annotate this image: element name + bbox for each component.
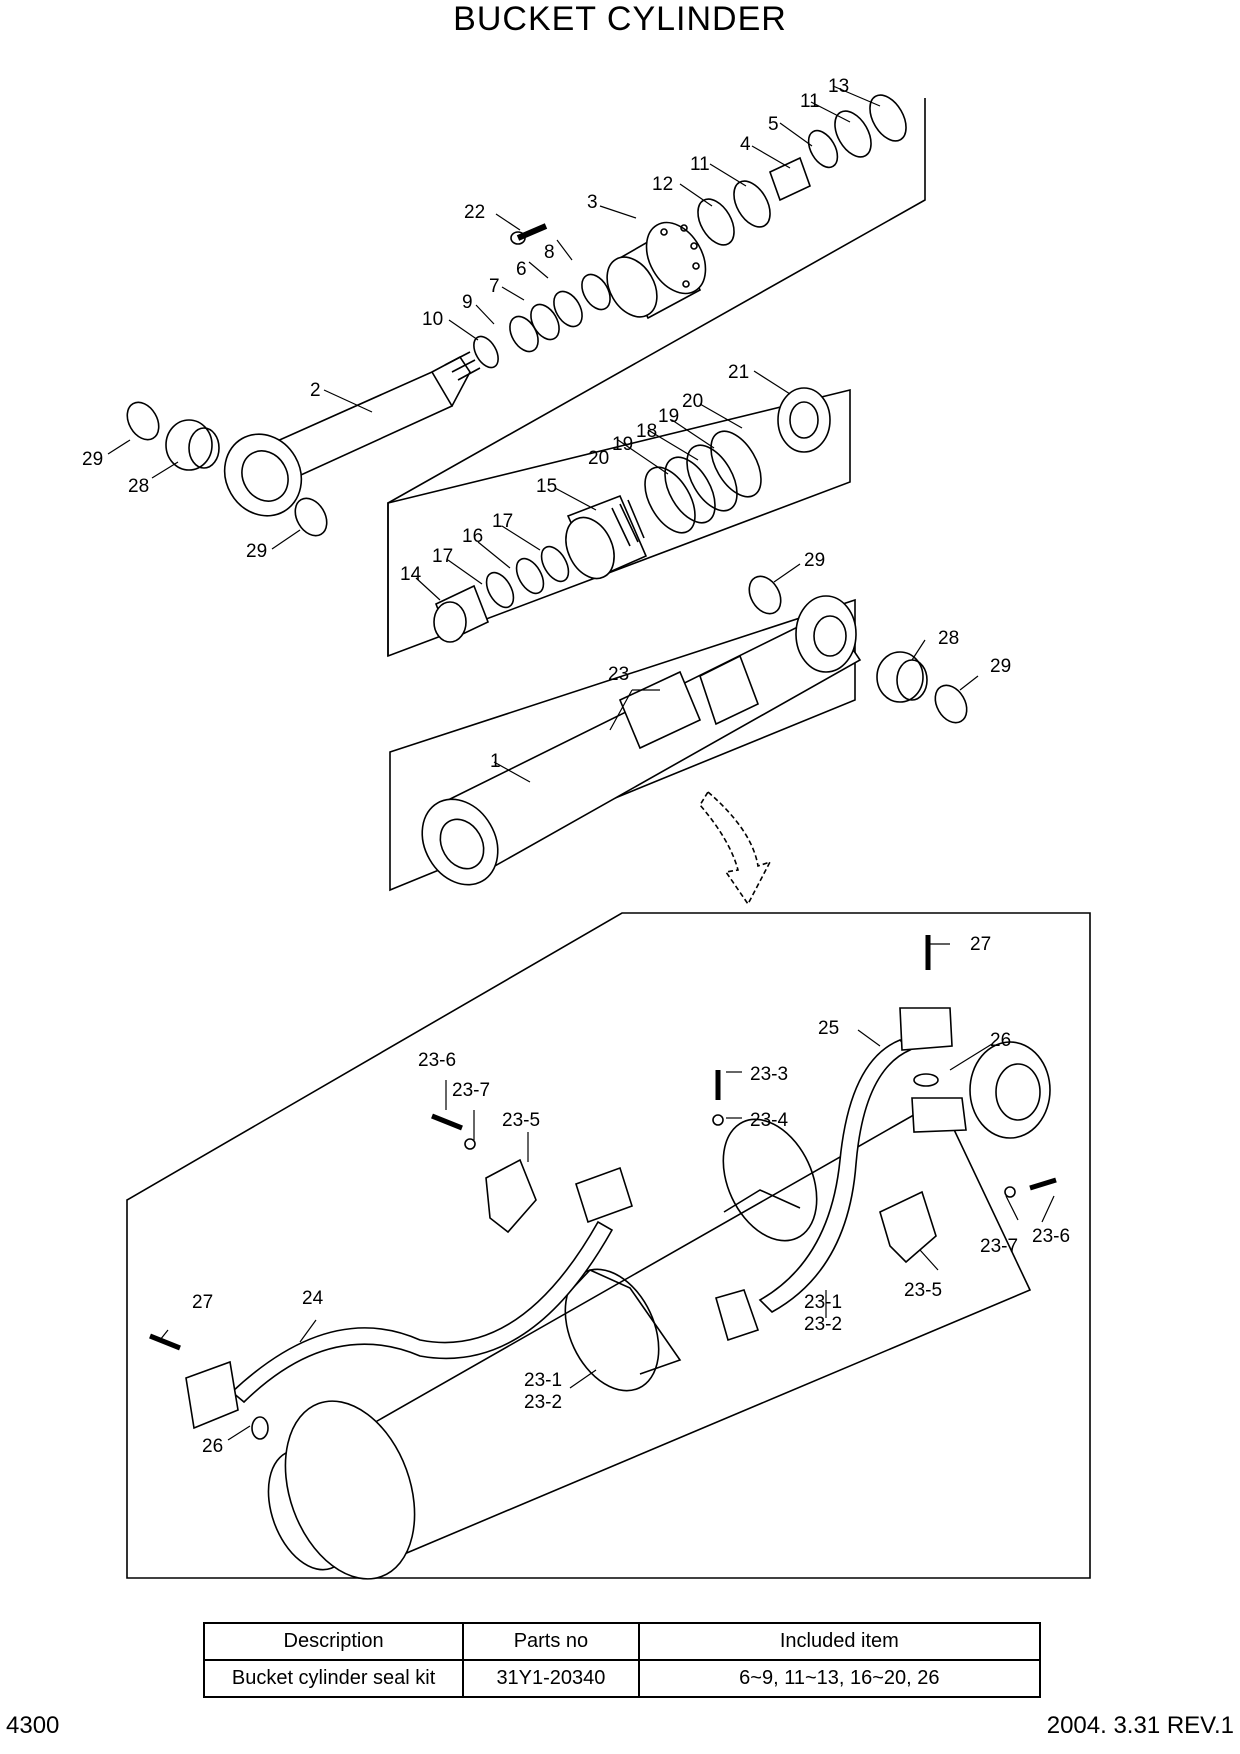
- callout-23-5: 23-5: [502, 1110, 540, 1131]
- callout-25: 25: [818, 1018, 839, 1039]
- column-header-description: Description: [202, 1622, 465, 1661]
- piston-rod: [223, 351, 481, 517]
- dust-ring-29a: [126, 401, 160, 441]
- callout-29: 29: [990, 656, 1011, 677]
- callout-23-2: 23-2: [524, 1392, 562, 1413]
- callout-23-2: 23-2: [804, 1314, 842, 1335]
- cover-seal-rings: [697, 94, 907, 246]
- dust-ring-29c: [748, 575, 782, 615]
- page-title: BUCKET CYLINDER: [453, 0, 787, 38]
- callout-17: 17: [492, 511, 513, 532]
- detail-clamp-blocks: [485, 1158, 937, 1264]
- callout-8: 8: [544, 242, 555, 263]
- cylinder-tube: [421, 595, 862, 886]
- callout-9: 9: [462, 292, 473, 313]
- revision-date: 2004. 3.31 REV.1: [1046, 1712, 1234, 1739]
- callout-22: 22: [464, 202, 485, 223]
- callout-29: 29: [82, 449, 103, 470]
- callout-23-4: 23-4: [750, 1110, 788, 1131]
- rod-seal-rings: [473, 273, 611, 369]
- direction-arrow-icon: [699, 790, 772, 906]
- detail-pipe-25: [715, 1007, 967, 1342]
- socket-bolt-22: [510, 223, 548, 245]
- callout-1: 1: [490, 751, 501, 772]
- callout-20: 20: [682, 391, 703, 412]
- piston-wear-rings: [644, 430, 762, 534]
- callout-leaders: [107, 85, 1055, 1441]
- callout-15: 15: [536, 476, 557, 497]
- cell-description: Bucket cylinder seal kit: [202, 1659, 465, 1698]
- callout-16: 16: [462, 526, 483, 547]
- dust-ring-29b: [294, 497, 328, 537]
- callout-11: 11: [690, 154, 710, 175]
- callout-23-3: 23-3: [750, 1064, 788, 1085]
- callout-19: 19: [612, 434, 633, 455]
- piston-15: [565, 494, 648, 580]
- callout-18: 18: [636, 421, 657, 442]
- callout-26: 26: [990, 1030, 1011, 1051]
- cell-included-item: 6~9, 11~13, 16~20, 26: [637, 1659, 1042, 1698]
- column-header-parts-no: Parts no: [462, 1622, 640, 1661]
- detail-pipe-24: [185, 1166, 633, 1430]
- lock-nut-21: [777, 387, 831, 453]
- callout-28: 28: [938, 628, 959, 649]
- bushing-28b: [876, 651, 928, 703]
- frame-detail-view: [126, 912, 1091, 1579]
- cushion-ring-14: [433, 584, 490, 643]
- callout-11: 11: [800, 91, 820, 112]
- callout-26: 26: [202, 1436, 223, 1457]
- callout-29: 29: [246, 541, 267, 562]
- callout-21: 21: [728, 362, 749, 383]
- callout-6: 6: [516, 259, 527, 280]
- callout-23-7: 23-7: [980, 1236, 1018, 1257]
- callout-27: 27: [970, 934, 991, 955]
- callout-23-5: 23-5: [904, 1280, 942, 1301]
- callout-5: 5: [768, 114, 779, 135]
- callout-20: 20: [588, 448, 609, 469]
- callout-14: 14: [400, 564, 422, 585]
- frame-piston-group: [387, 388, 851, 658]
- callout-4: 4: [740, 134, 751, 155]
- callout-17: 17: [432, 546, 453, 567]
- rod-cover: [606, 221, 707, 320]
- callout-23-6: 23-6: [418, 1050, 456, 1071]
- callout-labels: 13 11 5 4 11 12 3 22 8 6 7 9 10 2 29 28 …: [82, 76, 1070, 1457]
- detail-bolts: [149, 935, 1057, 1440]
- callout-23-7: 23-7: [452, 1080, 490, 1101]
- bushing-28a: [165, 419, 220, 471]
- cell-parts-no: 31Y1-20340: [462, 1659, 640, 1698]
- table-row: Bucket cylinder seal kit 31Y1-20340 6~9,…: [202, 1659, 1042, 1698]
- page-number: 4300: [6, 1712, 60, 1739]
- column-header-included-item: Included item: [637, 1622, 1042, 1661]
- callout-12: 12: [652, 174, 673, 195]
- seal-kit-table: Description Parts no Included item Bucke…: [202, 1622, 1042, 1698]
- callout-13: 13: [828, 76, 849, 97]
- callout-24: 24: [302, 1288, 324, 1309]
- callout-7: 7: [489, 276, 500, 297]
- callout-29: 29: [804, 550, 825, 571]
- frame-tube-group: [389, 598, 856, 892]
- callout-10: 10: [422, 309, 443, 330]
- piston-seal-rings: [485, 545, 570, 609]
- callout-28: 28: [128, 476, 149, 497]
- dust-ring-29d: [934, 684, 968, 724]
- callout-27: 27: [192, 1292, 213, 1313]
- callout-19: 19: [658, 406, 679, 427]
- callout-2: 2: [310, 380, 321, 401]
- callout-3: 3: [587, 192, 598, 213]
- callout-23-1: 23-1: [524, 1370, 562, 1391]
- table-header-row: Description Parts no Included item: [202, 1622, 1042, 1661]
- callout-23-6: 23-6: [1032, 1226, 1070, 1247]
- callout-23: 23: [608, 664, 629, 685]
- callout-23-1: 23-1: [804, 1292, 842, 1313]
